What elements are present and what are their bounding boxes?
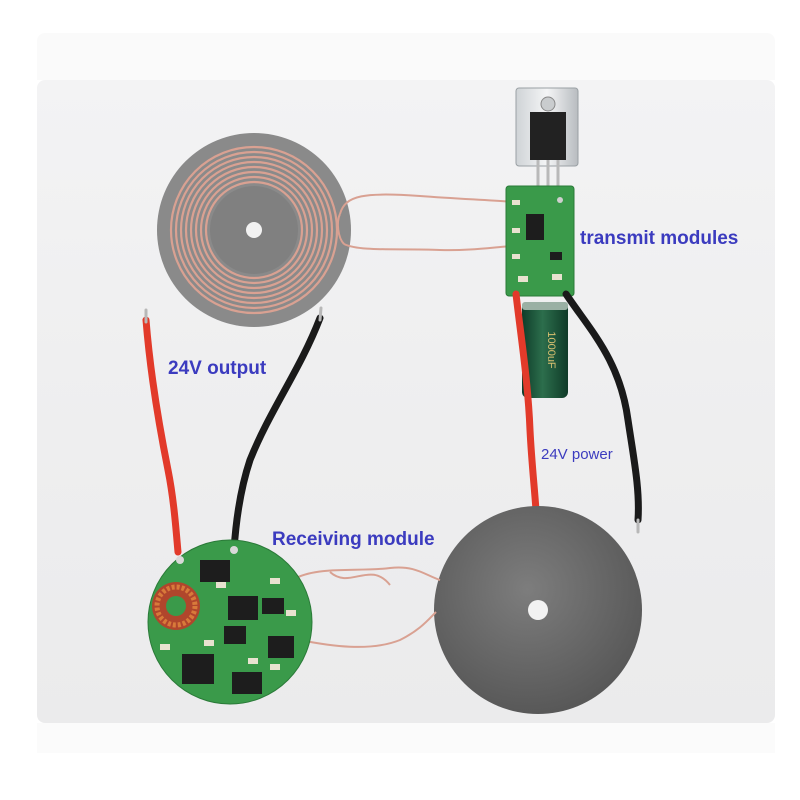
- output-wire-red: [142, 316, 182, 556]
- transmit-center-hole: [246, 222, 262, 238]
- toroid-inductor: [152, 582, 200, 630]
- heatsink: [515, 87, 579, 190]
- output-wire-black: [230, 314, 324, 554]
- output-wires: [142, 306, 324, 556]
- transmit-pcb: [505, 185, 575, 297]
- transmit-coil-windings: [169, 145, 339, 315]
- power-label: 24V power: [541, 446, 613, 463]
- power-wire-black: [562, 290, 642, 524]
- capacitor: 1000uF: [522, 302, 568, 398]
- transmit-modules-label: transmit modules: [580, 228, 739, 249]
- output-label: 24V output: [168, 358, 267, 379]
- receive-center-hole: [528, 600, 548, 620]
- transmit-coil: [157, 133, 351, 327]
- capacitor-marking: 1000uF: [545, 331, 557, 369]
- receiving-module-label: Receiving module: [272, 529, 435, 550]
- receive-plate: [434, 506, 642, 714]
- power-wire-red: [512, 290, 541, 532]
- receive-coil-leads: [295, 566, 441, 648]
- transistor-body: [530, 112, 566, 160]
- transmit-ic: [526, 214, 544, 240]
- top-margin: [37, 33, 775, 80]
- heatsink-screw: [540, 96, 556, 112]
- bottom-margin: [37, 723, 775, 753]
- receive-pcb: [147, 539, 313, 705]
- transmit-coil-leads: [336, 193, 514, 252]
